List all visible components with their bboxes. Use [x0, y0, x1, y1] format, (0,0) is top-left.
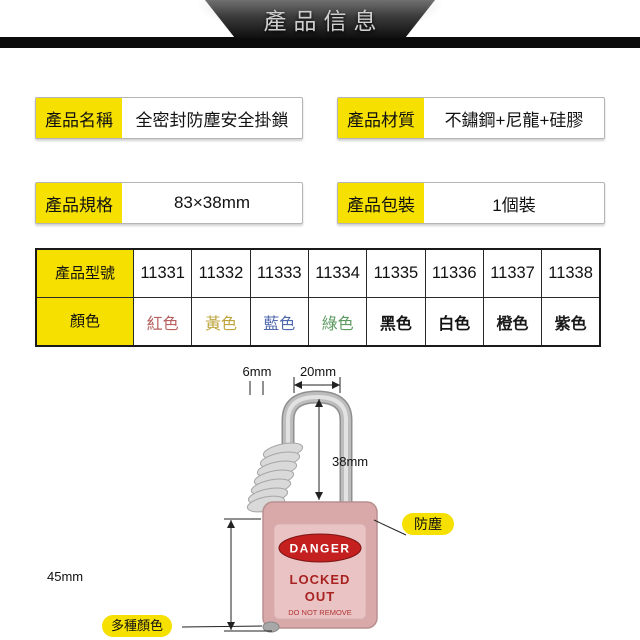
dim-38mm: 38mm: [315, 399, 368, 500]
dim-45mm-label: 45mm: [47, 569, 83, 584]
info-value: 全密封防塵安全掛鎖: [135, 110, 289, 130]
color-cell: 藍色: [249, 297, 309, 347]
color-cell: 黃色: [191, 297, 251, 347]
leader-multicolor: [181, 625, 263, 628]
dim-45mm: 45mm: [47, 518, 272, 632]
info-value: 不鏽鋼+尼龍+硅膠: [444, 110, 584, 130]
info-value: 1個裝: [492, 195, 536, 215]
model-row: 產品型號 11331 11332 11333 11334 11335 11336…: [35, 248, 601, 298]
dim-20mm: 20mm: [293, 364, 341, 393]
info-box-product-name: 產品名稱 全密封防塵安全掛鎖: [35, 97, 303, 139]
model-label-cell: 產品型號: [35, 248, 134, 298]
info-box-product-material: 產品材質 不鏽鋼+尼龍+硅膠: [337, 97, 605, 139]
callout-dustproof: 防塵: [402, 513, 454, 535]
color-label-cell: 顏色: [35, 297, 134, 347]
info-label: 產品名稱: [36, 98, 122, 138]
out-text: OUT: [305, 589, 335, 604]
dim-6mm: 6mm: [243, 364, 272, 395]
color-row: 顏色 紅色 黃色 藍色 綠色 黑色 白色 橙色 紫色: [35, 297, 601, 347]
info-label: 產品材質: [338, 98, 424, 138]
padlock-shackle: [281, 390, 353, 506]
dim-38mm-label: 38mm: [332, 454, 368, 469]
color-cell: 白色: [424, 297, 484, 347]
info-label: 產品規格: [36, 183, 122, 223]
model-cell: 11331: [132, 248, 193, 298]
locked-text: LOCKED: [290, 572, 351, 587]
shackle-cover-ribs: [246, 442, 304, 513]
do-not-remove-text: DO NOT REMOVE: [288, 608, 352, 617]
product-diagram: DANGER LOCKED OUT DO NOT REMOVE 6mm 20mm: [47, 364, 407, 633]
model-cell: 11338: [541, 248, 601, 298]
info-label: 產品包裝: [338, 183, 424, 223]
danger-badge: [278, 533, 362, 563]
callout-multicolor: 多種顏色: [102, 615, 173, 637]
model-cell: 11337: [482, 248, 543, 298]
color-cell: 紫色: [541, 297, 601, 347]
model-cell: 11333: [249, 248, 309, 298]
color-cell: 橙色: [482, 297, 543, 347]
model-cell: 11335: [366, 248, 426, 298]
dim-6mm-label: 6mm: [243, 364, 272, 379]
dim-20mm-label: 20mm: [300, 364, 336, 379]
product-table: 產品型號 11331 11332 11333 11334 11335 11336…: [35, 248, 601, 347]
header-underline-bar: [0, 37, 640, 48]
danger-text: DANGER: [289, 542, 350, 556]
color-cell: 黑色: [366, 297, 426, 347]
color-cell: 綠色: [307, 297, 368, 347]
model-cell: 11334: [307, 248, 368, 298]
page-title: 產品信息: [263, 8, 384, 34]
info-box-product-size: 產品規格 83×38mm: [35, 182, 303, 224]
model-cell: 11332: [191, 248, 251, 298]
model-cell: 11336: [424, 248, 484, 298]
info-value: 83×38mm: [173, 193, 251, 212]
info-box-product-packaging: 產品包裝 1個裝: [337, 182, 605, 224]
padlock-body: DANGER LOCKED OUT DO NOT REMOVE: [262, 501, 378, 633]
color-cell: 紅色: [132, 297, 193, 347]
bottom-tab: [262, 621, 280, 633]
leader-dustproof: [373, 519, 407, 536]
page-title-banner: 產品信息: [205, 0, 435, 38]
